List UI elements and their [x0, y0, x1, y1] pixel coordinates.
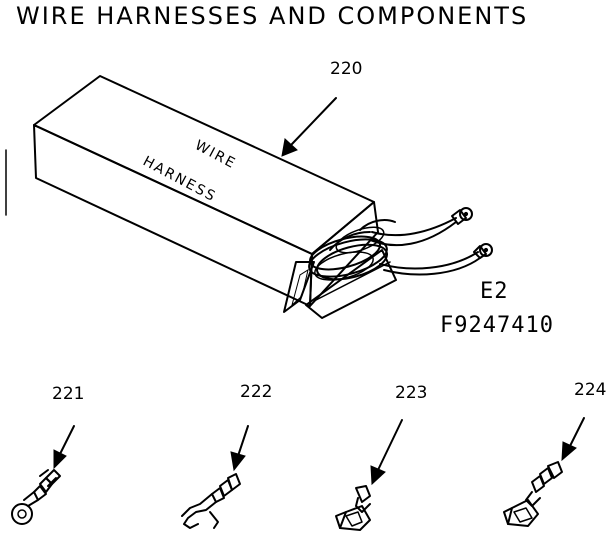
- wire-lead-lower: [379, 251, 479, 270]
- wire-harness-box-illustration: WIRE HARNESS: [33, 75, 493, 319]
- box-tray: [305, 249, 397, 319]
- box-label-wire: WIRE: [192, 137, 239, 172]
- hook-terminal-icon: [181, 473, 241, 529]
- callout-number-220: 220: [330, 59, 362, 79]
- ring-terminal-icon: [451, 207, 473, 225]
- callout-number-222: 222: [240, 382, 272, 402]
- callout-arrow-224: [561, 417, 585, 462]
- box-top-face: [33, 75, 375, 255]
- callout-arrow-223: [370, 419, 403, 486]
- coiled-wires: [308, 217, 481, 281]
- callout-number-223: 223: [395, 383, 427, 403]
- callout-arrow-222: [230, 425, 249, 472]
- ring-terminal-icon: [473, 243, 493, 259]
- ring-terminal-icon: [11, 469, 61, 525]
- drawing-code-number: F9247410: [440, 313, 554, 338]
- spade-connector-icon: [335, 485, 371, 531]
- callout-number-224: 224: [574, 380, 606, 400]
- box-tray-edge: [315, 261, 391, 301]
- box-end-face: [309, 201, 379, 307]
- box-flap: [283, 261, 315, 313]
- callout-arrow-220: [281, 97, 337, 157]
- callout-arrow-221: [53, 425, 75, 470]
- box-flap-shade: [291, 268, 309, 307]
- drawing-code-e2: E2: [480, 279, 509, 304]
- box-front-face: [33, 124, 313, 307]
- callout-number-221: 221: [52, 384, 84, 404]
- wire-lead-upper: [371, 217, 457, 237]
- page-title: WIRE HARNESSES AND COMPONENTS: [16, 2, 528, 30]
- angled-spade-connector-icon: [503, 461, 563, 527]
